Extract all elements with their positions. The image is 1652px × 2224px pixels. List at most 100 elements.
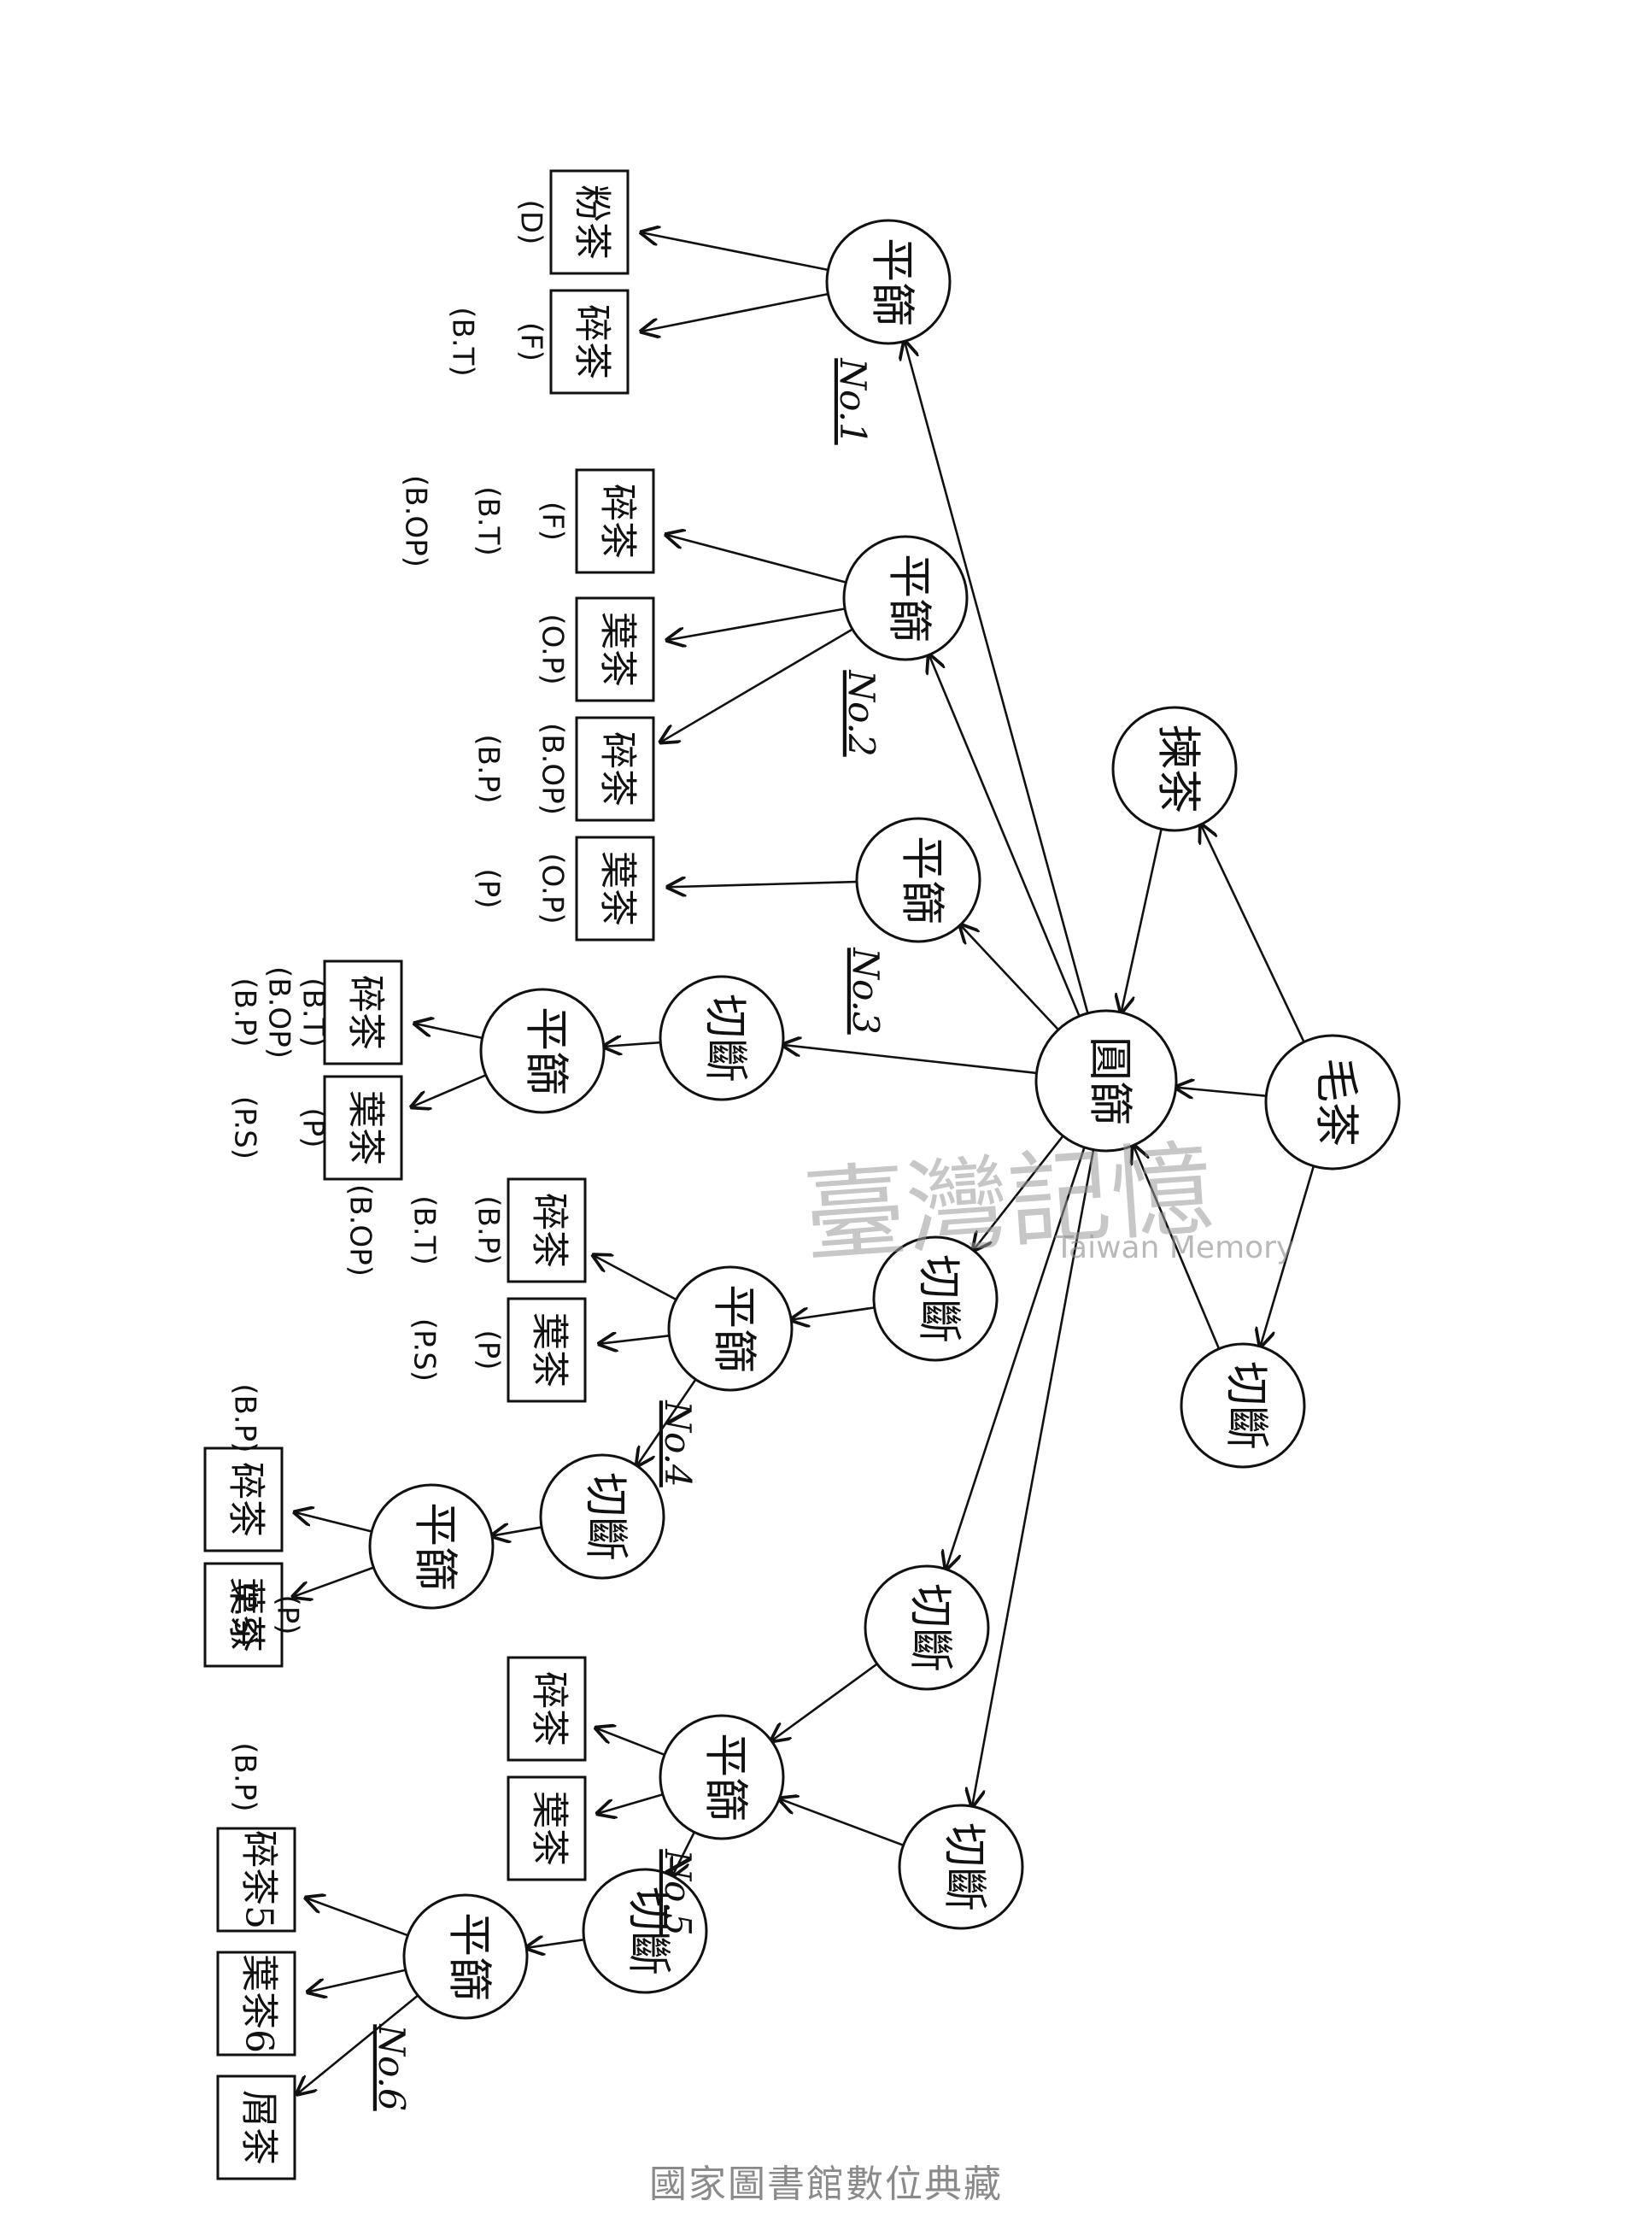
process-node-yuan: 圓篩 — [1034, 1009, 1178, 1153]
grade-code: (B.P) — [472, 734, 506, 803]
node-label: 毛茶 — [1310, 1058, 1362, 1147]
node-label: 平篩 — [700, 1733, 751, 1822]
flow-arrow — [293, 1566, 374, 1597]
product-box-b6: 葉茶 — [575, 836, 655, 942]
flow-arrow — [641, 232, 829, 272]
product-box-b7: 碎茶 — [323, 959, 403, 1065]
product-label: 葉茶 — [344, 1090, 388, 1165]
grade-code: (P) — [472, 1329, 506, 1370]
grade-code: (P.S) — [228, 1096, 262, 1159]
flow-arrow — [667, 607, 846, 641]
product-box-b15: 碎茶5 — [216, 1827, 296, 1933]
process-node-ping4b: 平篩 — [368, 1483, 495, 1610]
stage-number: No.2 — [841, 669, 882, 756]
process-node-qie4: 切斷 — [872, 1235, 999, 1362]
process-node-ping2: 平篩 — [842, 535, 969, 661]
process-node-qie5c: 切斷 — [582, 1868, 708, 1994]
grade-code: (B.P) — [228, 1742, 262, 1811]
grade-code: (B.P) — [472, 1195, 506, 1265]
flow-arrow — [1122, 829, 1163, 1012]
grade-code: (B.T) — [446, 307, 480, 376]
product-box-b5: 碎茶 — [575, 716, 655, 822]
node-label: 切斷 — [623, 1887, 674, 1975]
node-label: 平篩 — [866, 238, 917, 326]
flow-arrow — [297, 1994, 419, 2094]
product-label: 葉茶 — [225, 1577, 268, 1652]
process-node-qie5a: 切斷 — [864, 1564, 990, 1691]
flow-arrow — [306, 1898, 408, 1937]
node-label: 切斷 — [905, 1583, 956, 1672]
product-box-b11: 碎茶 — [203, 1446, 284, 1552]
grade-code: (B.P) — [228, 1383, 262, 1452]
process-node-mao: 毛茶 — [1264, 1034, 1401, 1171]
process-node-ping1: 平篩 — [825, 219, 952, 345]
node-label: 平篩 — [708, 1284, 759, 1373]
product-box-b16: 葉茶6 — [216, 1951, 296, 2057]
product-box-b13: 碎茶 — [507, 1656, 587, 1762]
process-node-ping4: 平篩 — [667, 1265, 794, 1392]
flow-arrow — [973, 1135, 1064, 1251]
product-label: 葉茶 — [528, 1791, 571, 1866]
product-label: 碎茶 — [596, 484, 640, 559]
flow-arrow — [1201, 824, 1305, 1043]
flow-arrow — [526, 1939, 584, 1948]
grade-code: (O.P) — [536, 613, 570, 684]
flow-arrow — [594, 1255, 677, 1301]
grade-code: (B.T) — [296, 977, 331, 1047]
product-label: 碎茶 — [571, 304, 614, 379]
grade-code: (F) — [536, 502, 570, 541]
grade-code: (O.P) — [536, 853, 570, 924]
flow-arrow — [1134, 1146, 1221, 1350]
flow-arrow — [960, 925, 1059, 1031]
product-box-b17: 屑茶 — [216, 2074, 296, 2180]
stage-number: No.3 — [845, 947, 887, 1034]
product-label: 碎茶 — [528, 1671, 571, 1746]
product-box-b10: 葉茶 — [507, 1297, 587, 1403]
flow-arrow — [783, 1045, 1037, 1075]
grade-code: (B.OP) — [262, 966, 296, 1059]
process-node-jian: 揀茶 — [1111, 706, 1238, 832]
process-node-ping3: 平篩 — [855, 817, 981, 943]
grade-code: (P) — [472, 868, 506, 908]
process-node-ping5: 平篩 — [659, 1714, 785, 1840]
node-label: 平篩 — [443, 1912, 495, 2001]
product-label: 碎茶 — [528, 1193, 571, 1268]
stage-number: No.5 — [657, 1848, 699, 1935]
flow-arrow — [666, 535, 847, 584]
node-label: 平篩 — [896, 836, 947, 924]
product-label: 碎茶 — [344, 975, 388, 1050]
flow-arrow — [791, 1306, 875, 1319]
grade-code: (P.S) — [407, 1318, 442, 1382]
grade-code: (P.S) — [228, 1583, 262, 1646]
product-label: 葉茶6 — [237, 1954, 281, 2053]
product-box-b9: 碎茶 — [507, 1177, 587, 1283]
stage-number: No.4 — [657, 1400, 699, 1487]
grade-code: (B.OP) — [343, 1184, 378, 1276]
product-label: 粉茶 — [571, 185, 614, 260]
flow-arrow — [1260, 1165, 1315, 1347]
flow-arrow — [660, 628, 853, 742]
product-box-b2: 碎茶 — [549, 289, 630, 395]
process-node-qie5b: 切斷 — [898, 1804, 1024, 1930]
product-box-b8: 葉茶 — [323, 1075, 403, 1181]
grade-code: (B.P) — [228, 977, 262, 1047]
flow-arrow — [1176, 1088, 1267, 1096]
flow-arrow — [412, 1074, 487, 1106]
flow-arrow — [295, 1512, 372, 1533]
process-node-ping6: 平篩 — [402, 1893, 529, 2020]
node-label: 切斷 — [1221, 1361, 1272, 1450]
flow-arrow — [905, 341, 1089, 1014]
grade-code: (B.OP) — [399, 475, 433, 567]
flow-arrow — [972, 1149, 1095, 1807]
product-label: 屑茶 — [237, 2090, 281, 2165]
flow-arrow — [308, 1969, 407, 1992]
product-box-b4: 葉茶 — [575, 596, 655, 702]
flow-arrow — [637, 1378, 697, 1465]
flow-arrow — [600, 1335, 670, 1344]
product-box-b1: 粉茶 — [549, 169, 630, 275]
stage-number: No.1 — [832, 357, 874, 444]
product-box-b14: 葉茶 — [507, 1775, 587, 1881]
product-label: 葉茶 — [528, 1312, 571, 1388]
flow-arrow — [946, 1147, 1086, 1570]
